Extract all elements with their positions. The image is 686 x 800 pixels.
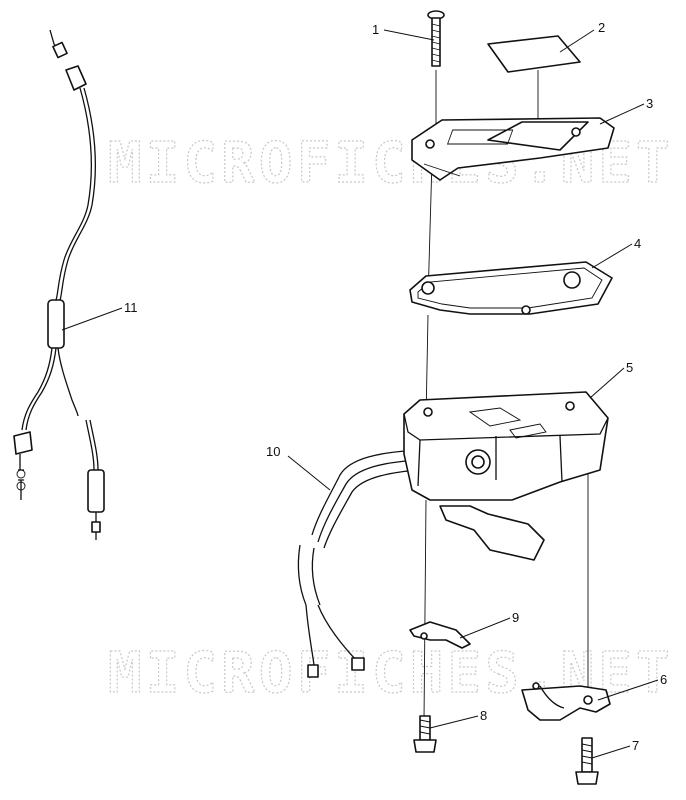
part-10-wiring-harness bbox=[297, 449, 421, 678]
part-9-spring-clip bbox=[409, 621, 471, 649]
callout-5: 5 bbox=[626, 360, 633, 375]
part-11-throttle-cable bbox=[13, 29, 105, 540]
part-4-gasket bbox=[409, 261, 613, 315]
part-8-screw bbox=[413, 715, 437, 753]
part-1-screw bbox=[427, 10, 445, 67]
part-5-housing bbox=[403, 391, 609, 561]
callout-7: 7 bbox=[632, 738, 639, 753]
callout-1: 1 bbox=[372, 22, 379, 37]
callout-4: 4 bbox=[634, 236, 641, 251]
callout-2: 2 bbox=[598, 20, 605, 35]
callout-11: 11 bbox=[124, 300, 138, 315]
callout-8: 8 bbox=[480, 708, 487, 723]
leader-lines bbox=[61, 29, 659, 759]
callout-3: 3 bbox=[646, 96, 653, 111]
part-2-label bbox=[487, 35, 581, 73]
callout-9: 9 bbox=[512, 610, 519, 625]
assembly-axis-left bbox=[423, 70, 437, 721]
part-3-cover-plate bbox=[411, 117, 615, 181]
part-7-screw bbox=[575, 737, 599, 785]
callout-numbers: 1 2 3 4 5 6 7 8 9 10 11 bbox=[124, 20, 667, 753]
callout-6: 6 bbox=[660, 672, 667, 687]
part-6-clamp bbox=[521, 682, 611, 721]
callout-10: 10 bbox=[266, 444, 280, 459]
